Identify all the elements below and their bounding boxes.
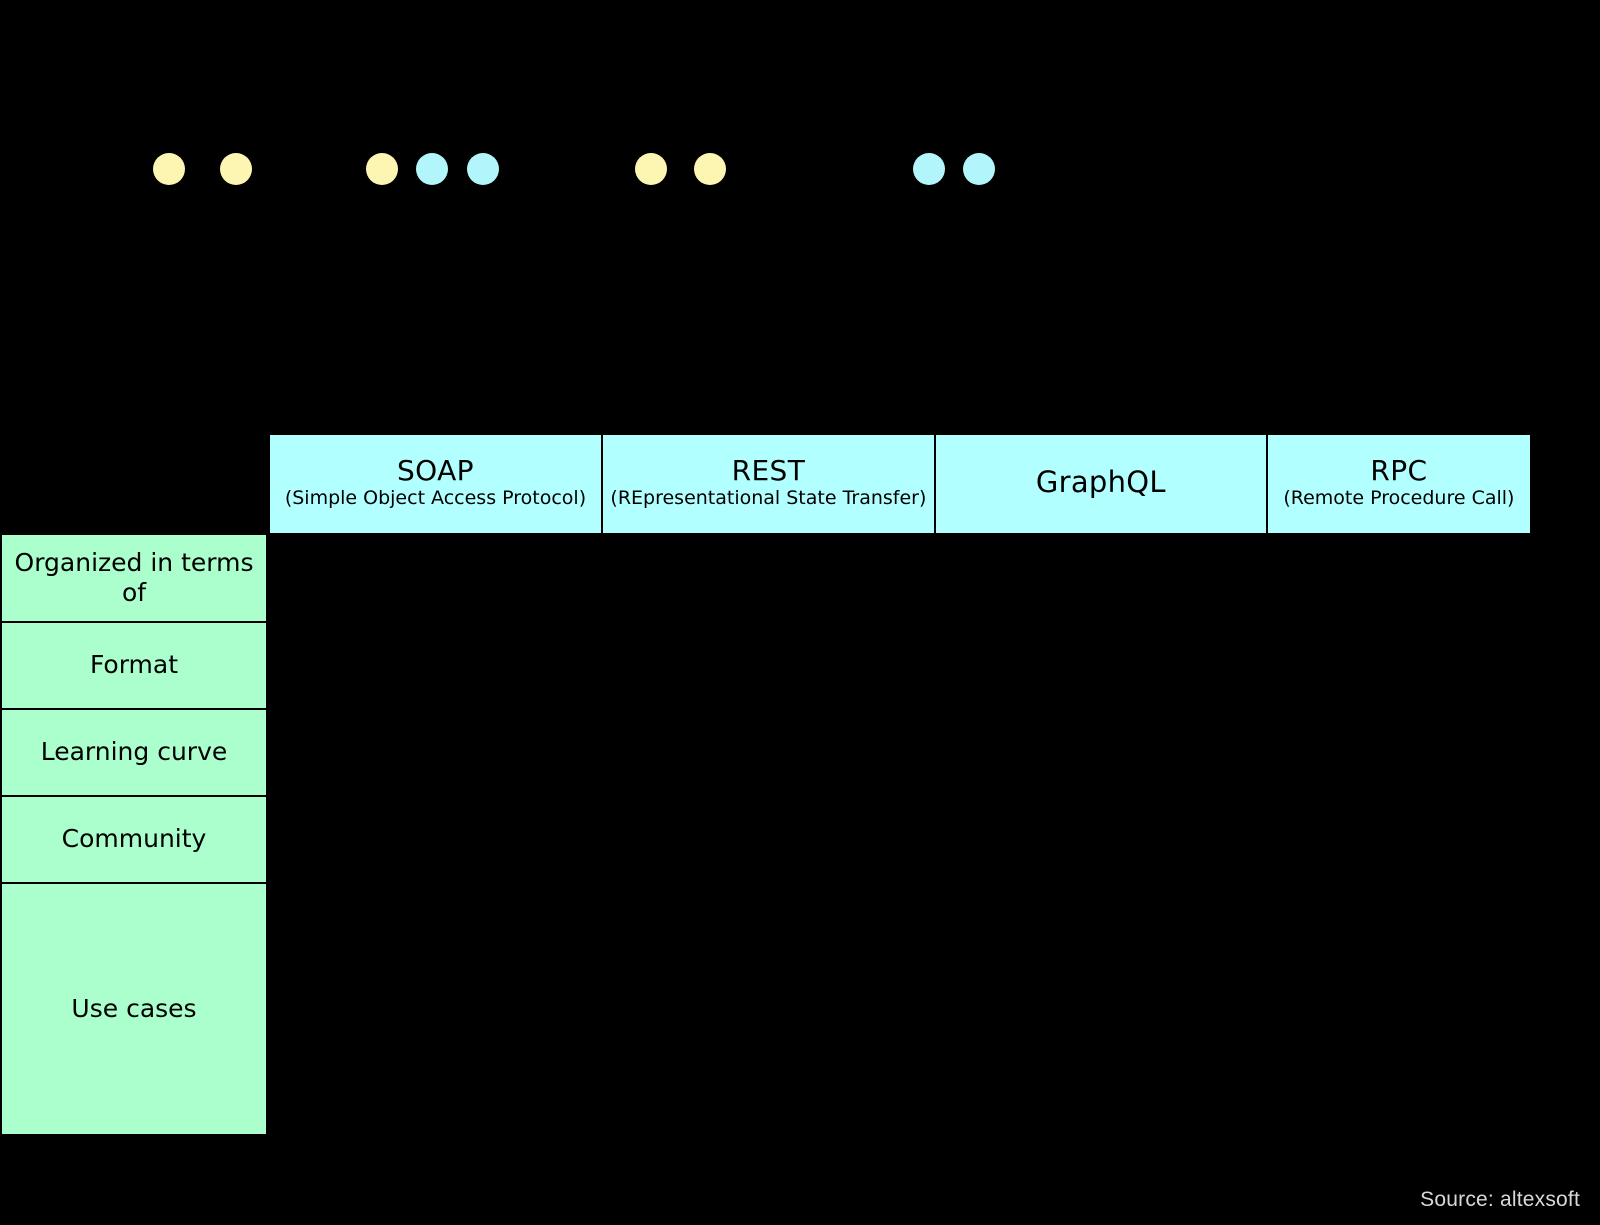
row-label-learning-curve: Learning curve: [2, 710, 266, 797]
dot-9-icon: [963, 153, 995, 185]
dot-2-icon: [220, 153, 252, 185]
column-header-graphql-abbr: GraphQL: [1035, 464, 1166, 499]
source-credit: Source: altexsoft: [1420, 1188, 1580, 1211]
column-header-rest-full: (REpresentational State Transfer): [610, 487, 927, 510]
table-header-row: SOAP (Simple Object Access Protocol) RES…: [268, 433, 1532, 535]
column-header-rest: REST (REpresentational State Transfer): [602, 435, 936, 533]
dot-7-icon: [694, 153, 726, 185]
column-header-soap-full: (Simple Object Access Protocol): [284, 487, 587, 510]
row-label-organized-in-terms-of: Organized in terms of: [2, 535, 266, 623]
column-header-graphql: GraphQL: [935, 435, 1268, 533]
row-label-community: Community: [2, 797, 266, 884]
column-header-rest-abbr: REST: [731, 454, 806, 488]
row-label-use-cases: Use cases: [2, 884, 266, 1134]
column-header-soap: SOAP (Simple Object Access Protocol): [270, 435, 603, 533]
column-header-rpc-full: (Remote Procedure Call): [1283, 487, 1515, 510]
column-header-rpc-abbr: RPC: [1370, 454, 1428, 488]
row-label-format: Format: [2, 623, 266, 710]
api-comparison-table: SOAP (Simple Object Access Protocol) RES…: [0, 430, 1600, 1140]
row-label-column: Organized in terms of Format Learning cu…: [0, 533, 268, 1136]
dot-6-icon: [635, 153, 667, 185]
column-header-rpc: RPC (Remote Procedure Call): [1267, 435, 1530, 533]
decorative-dot-row: [0, 0, 1600, 430]
dot-3-icon: [366, 153, 398, 185]
column-header-soap-abbr: SOAP: [396, 454, 474, 488]
dot-5-icon: [467, 153, 499, 185]
dot-1-icon: [153, 153, 185, 185]
dot-4-icon: [416, 153, 448, 185]
dot-8-icon: [913, 153, 945, 185]
